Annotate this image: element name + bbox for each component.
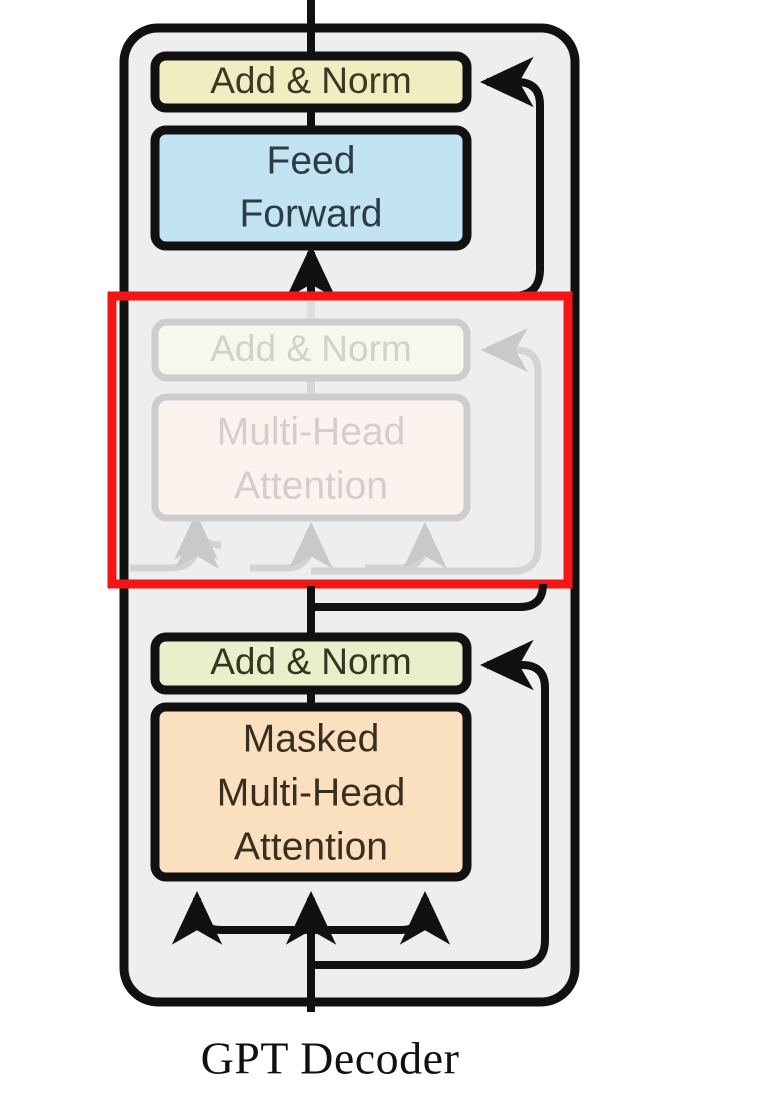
block-masked-multi-head-attention[interactable] — [150, 702, 472, 882]
residual-path-masked-attention — [311, 639, 549, 969]
block-add-norm-middle-faded-label: Add & Norm — [210, 328, 412, 369]
faded-qkv-arrow-1 — [130, 521, 220, 572]
figure-caption: GPT Decoder — [201, 1033, 460, 1084]
block-multi-head-attention-faded — [151, 393, 471, 522]
faded-qkv-arrow-3 — [365, 521, 448, 572]
faded-residual-path — [311, 327, 542, 575]
block-feed-forward[interactable] — [150, 125, 472, 251]
solid-blocks: Add & Norm Feed Forward Add & Norm Maske… — [150, 51, 472, 882]
faded-qkv-fan-in — [130, 521, 448, 572]
block-masked-attention-line-2: Multi-Head — [217, 771, 406, 814]
block-masked-attention-line-3: Attention — [234, 825, 388, 868]
removed-block-highlight — [107, 291, 573, 589]
faded-qkv-arrow-2 — [250, 521, 334, 572]
block-masked-attention-line-1: Masked — [243, 717, 380, 760]
block-add-norm-top[interactable] — [150, 51, 472, 113]
block-feed-forward-line-1: Feed — [267, 139, 356, 182]
block-add-norm-bottom[interactable] — [150, 632, 472, 695]
qkv-arrow-left — [171, 891, 311, 945]
block-add-norm-bottom-label: Add & Norm — [210, 641, 412, 682]
qkv-arrow-right — [311, 891, 451, 945]
block-multi-head-attention-faded-line-2: Attention — [234, 464, 388, 507]
block-multi-head-attention-faded-line-1: Multi-Head — [217, 410, 406, 453]
block-add-norm-top-label: Add & Norm — [210, 60, 412, 101]
block-feed-forward-line-2: Forward — [239, 192, 382, 235]
faded-blocks: Add & Norm Multi-Head Attention — [151, 318, 471, 522]
connection-qkv-fan-in — [171, 891, 451, 1012]
block-add-norm-middle-faded — [151, 318, 471, 382]
residual-upper-stub — [311, 583, 547, 611]
faded-cross-attention-group: Add & Norm Multi-Head Attention — [130, 300, 542, 575]
connection-residual-masked-attention — [311, 639, 549, 969]
